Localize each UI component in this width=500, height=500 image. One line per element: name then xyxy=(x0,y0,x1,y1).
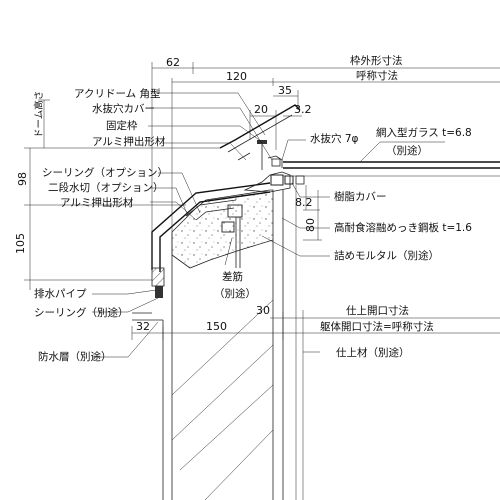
label-nominal: 呼称寸法 xyxy=(356,69,398,82)
label-steel-plate: 高耐食溶融めっき鋼板 t=1.6 xyxy=(334,221,472,234)
label-drain-hole: 水抜穴 7φ xyxy=(310,132,359,145)
geometry xyxy=(132,104,500,500)
label-drain-cover: 水抜穴カバー xyxy=(92,102,155,115)
label-sealing-sep: シーリング（別途） xyxy=(34,306,129,319)
label-drain-pipe: 排水パイプ xyxy=(34,287,87,300)
label-separate-2: （別途） xyxy=(214,287,256,300)
label-resin-cover: 樹脂カバー xyxy=(334,190,387,203)
label-finish-opening: 仕上開口寸法 xyxy=(346,304,409,317)
label-body-opening: 躯体開口寸法=呼称寸法 xyxy=(320,320,434,333)
dim-62: 62 xyxy=(166,56,180,69)
label-mortar: 詰めモルタル（別途） xyxy=(334,249,439,262)
dimension-lines xyxy=(24,62,500,358)
label-wire-glass: 網入型ガラス t=6.8 xyxy=(376,126,472,139)
dim-3-2: 3.2 xyxy=(294,103,312,116)
label-frame-outer: 枠外形寸法 xyxy=(350,54,403,67)
dim-35: 35 xyxy=(278,84,292,97)
label-alu-extrusion-1: アルミ押出形材 xyxy=(92,135,166,148)
dim-120: 120 xyxy=(226,70,247,83)
label-waterproof: 防水層（別途） xyxy=(38,350,112,363)
label-fixed-frame: 固定枠 xyxy=(106,119,138,132)
dim-98: 98 xyxy=(16,172,29,186)
callout-labels: 枠外形寸法 呼称寸法 アクリドーム 角型 水抜穴カバー 固定枠 アルミ押出形材 … xyxy=(33,54,472,363)
label-acrylic-dome: アクリドーム 角型 xyxy=(74,87,161,100)
label-sealing-opt: シーリング（オプション） xyxy=(42,166,168,179)
label-separate-1: （別途） xyxy=(386,144,428,157)
dimension-values: 62 120 35 20 3.2 98 105 8.2 80 30 32 150 xyxy=(14,56,317,333)
dim-30: 30 xyxy=(256,304,270,317)
label-alu-extrusion-2: アルミ押出形材 xyxy=(60,196,134,209)
dim-105: 105 xyxy=(14,233,27,254)
dim-80: 80 xyxy=(304,218,317,232)
dim-150: 150 xyxy=(206,320,227,333)
label-two-stage: 二段水切（オプション） xyxy=(48,181,164,194)
label-rebar: 差筋 xyxy=(222,270,243,283)
dim-20: 20 xyxy=(254,103,268,116)
label-dome-height: ドーム高さ xyxy=(33,91,45,138)
label-finish-material: 仕上材（別途） xyxy=(336,346,410,359)
dim-8-2: 8.2 xyxy=(295,196,313,209)
dim-32: 32 xyxy=(136,320,150,333)
